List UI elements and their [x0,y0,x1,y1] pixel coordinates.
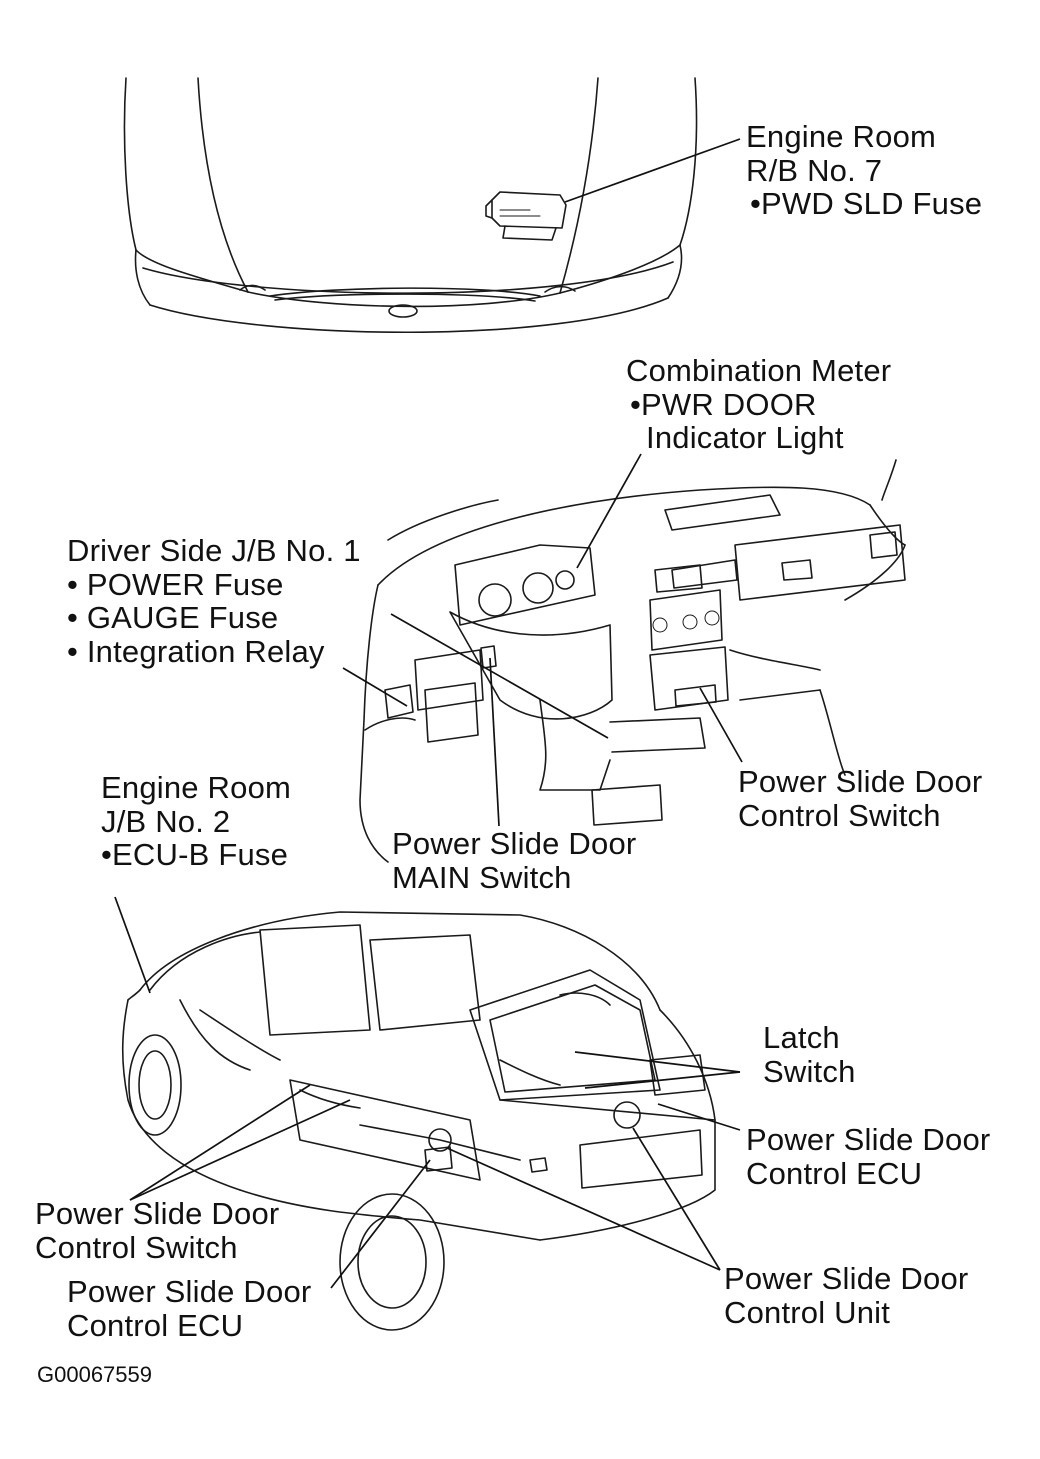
label-line: J/B No. 2 [101,803,231,839]
label-line: Power Slide Door [746,1122,991,1157]
label-driver-side-jb1: Driver Side J/B No. 1 • POWER Fuse • GAU… [67,534,361,668]
label-pwr-slide-ctrl-ecu-left: Power Slide Door Control ECU [67,1275,311,1342]
label-line: Power Slide Door [67,1274,312,1309]
label-line: Power Slide Door [392,826,637,861]
label-engine-room-jb2: Engine Room J/B No. 2 •ECU-B Fuse [101,771,291,872]
label-line: •PWD SLD Fuse [750,186,983,221]
label-line: R/B No. 7 [746,152,883,188]
label-line: Control Switch [738,797,941,833]
front-hood-drawing [123,77,698,334]
label-combination-meter: Combination Meter •PWR DOOR Indicator Li… [626,354,891,455]
label-line: •PWR DOOR [630,386,817,422]
label-line: Power Slide Door [738,764,983,799]
label-line: Driver Side J/B No. 1 [67,533,361,568]
label-line: • Integration Relay [67,633,325,669]
leader-lines [114,138,743,1289]
label-line: Control ECU [746,1155,923,1191]
label-pwr-slide-ctrl-ecu-right: Power Slide Door Control ECU [746,1123,990,1190]
label-line: Engine Room [746,119,937,154]
label-line: Control ECU [67,1307,244,1343]
label-line: Latch [763,1020,840,1055]
label-line: • POWER Fuse [67,566,284,602]
label-pwr-slide-main-switch: Power Slide Door MAIN Switch [392,827,636,894]
van-side-drawing [121,911,716,1331]
label-pwr-slide-ctrl-unit: Power Slide Door Control Unit [724,1262,968,1329]
label-line: Control Switch [35,1229,238,1265]
figure-id: G00067559 [37,1362,152,1387]
dashboard-drawing [359,459,906,863]
label-pwr-slide-ctrl-switch-dash: Power Slide Door Control Switch [738,765,982,832]
label-line: Switch [763,1053,856,1089]
label-line: Control Unit [724,1294,891,1330]
label-line: MAIN Switch [392,859,572,895]
label-line: • GAUGE Fuse [67,600,279,635]
label-latch-switch: Latch Switch [763,1021,856,1088]
label-line: Power Slide Door [724,1261,969,1296]
label-line: Combination Meter [626,353,892,388]
label-line: Indicator Light [646,420,844,455]
label-pwr-slide-ctrl-switch-left: Power Slide Door Control Switch [35,1197,279,1264]
label-engine-room-rb7: Engine Room R/B No. 7 •PWD SLD Fuse [746,120,982,221]
label-line: •ECU-B Fuse [101,837,289,872]
label-line: Engine Room [101,770,292,805]
label-line: Power Slide Door [35,1196,280,1231]
